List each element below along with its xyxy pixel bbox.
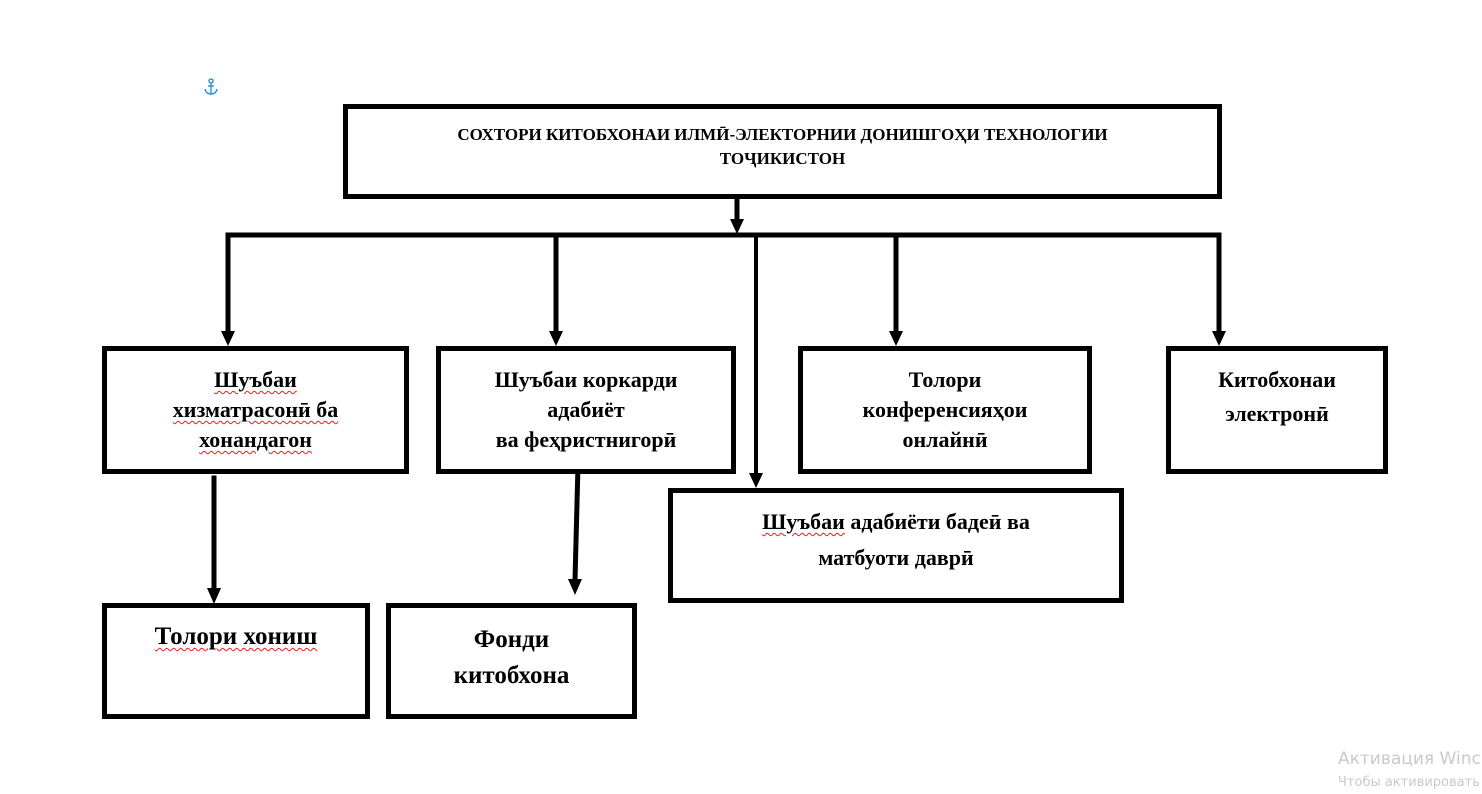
arrow-to-subunit-2 <box>572 462 581 583</box>
dept-fiction-periodicals: Шуъбаи адабиёти бадеӣ ва матбуоти даврӣ <box>668 488 1124 603</box>
dept-5-rest: адабиёти бадеӣ ва <box>844 509 1030 534</box>
arrowhead <box>889 331 903 346</box>
dept-customer-service: Шуъбаи хизматрасонӣ ба хонандагон <box>102 346 409 474</box>
title-line-2: ТОҶИКИСТОН <box>719 149 846 168</box>
arrowhead <box>730 219 744 234</box>
watermark-line-2: Чтобы активировать <box>1338 775 1480 790</box>
dept-5-line-1: Шуъбаи адабиёти бадеӣ ва <box>762 507 1030 537</box>
dept-electronic-library: Китобхонаи электронӣ <box>1166 346 1388 474</box>
arrowhead <box>207 588 221 604</box>
watermark-line-1: Активация Winc <box>1338 749 1481 769</box>
subunit-2-line-2: китобхона <box>453 662 570 689</box>
dept-1-line-2: хизматрасонӣ ба <box>173 395 338 425</box>
dept-1-line-1: Шуъбаи <box>214 367 297 392</box>
dept-3-line-1: Толори <box>908 367 982 392</box>
dept-processing-cataloging: Шуъбаи коркарди адабиёт ва феҳристнигорӣ <box>436 346 736 474</box>
dept-2-line-1: Шуъбаи коркарди <box>494 367 678 392</box>
anchor-icon <box>204 78 218 95</box>
subunit-library-fund: Фонди китобхона <box>386 603 637 719</box>
dept-3-line-3: онлайнӣ <box>902 427 988 452</box>
dept-1-line-2-text: хизматрасонӣ ба <box>172 397 339 422</box>
dept-2-line-2: адабиёт <box>547 397 625 422</box>
subunit-1-line-1: Толори хониш <box>154 623 318 650</box>
arrowhead <box>749 473 763 488</box>
arrowhead <box>1212 331 1226 346</box>
dept-5-first-word: Шуъбаи <box>762 509 845 534</box>
title-line-1: СОХТОРИ КИТОБХОНАИ ИЛМӢ-ЭЛЕКТОРНИИ ДОНИШ… <box>457 125 1108 144</box>
dept-2-line-3: ва феҳристнигорӣ <box>495 427 677 452</box>
dept-5-line-2: матбуоти даврӣ <box>818 545 974 570</box>
dept-3-line-2: конференсияҳои <box>862 397 1028 422</box>
dept-1-line-3: хонандагон <box>199 427 312 452</box>
subunit-reading-hall: Толори хониш <box>102 603 370 719</box>
arrowhead <box>221 331 235 346</box>
dept-online-conference-hall: Толори конференсияҳои онлайнӣ <box>798 346 1092 474</box>
title-box: СОХТОРИ КИТОБХОНАИ ИЛМӢ-ЭЛЕКТОРНИИ ДОНИШ… <box>343 104 1222 199</box>
subunit-2-line-1: Фонди <box>473 626 550 653</box>
dept-4-line-1: Китобхонаи <box>1218 367 1336 392</box>
windows-activation-watermark: Активация Winc Чтобы активировать <box>1338 748 1481 794</box>
dept-4-line-2: электронӣ <box>1225 401 1329 426</box>
arrowhead <box>568 579 582 595</box>
arrowhead <box>549 331 563 346</box>
